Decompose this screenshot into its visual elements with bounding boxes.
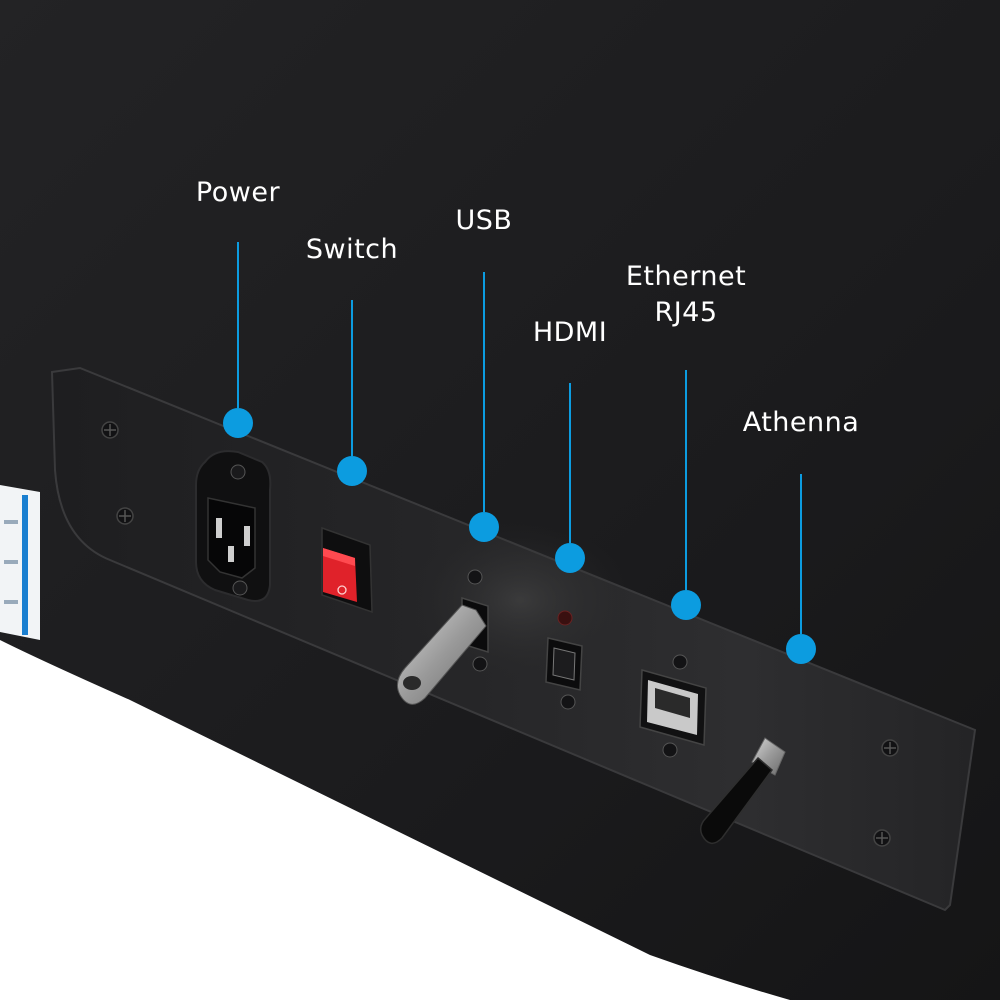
callout-pointer-switch — [337, 300, 367, 486]
antenna-icon — [699, 737, 786, 844]
sticker-text — [4, 520, 18, 524]
rocker-switch-icon — [321, 526, 373, 614]
callout-pointer-hdmi — [555, 383, 585, 573]
callout-pointer-power — [223, 242, 253, 438]
usb-drive-icon — [396, 604, 487, 705]
power-inlet-icon — [195, 450, 272, 602]
hdmi-label: HDMI — [532, 317, 608, 348]
power-label: Power — [195, 177, 281, 208]
rj45-port-icon — [639, 654, 707, 758]
sticker-stripe — [22, 495, 28, 635]
callout-pointer-antenna — [786, 474, 816, 664]
switch-label: Switch — [305, 234, 399, 265]
sticker-text — [4, 560, 18, 564]
ethernet-label: Ethernet RJ45 — [626, 259, 746, 331]
screw-icon — [101, 421, 119, 439]
screw-icon — [873, 829, 891, 847]
ethernet-label-line2: RJ45 — [654, 297, 718, 328]
hdmi-port-icon — [545, 610, 583, 710]
screw-icon — [881, 739, 899, 757]
callout-pointer-usb — [469, 272, 499, 542]
sticker-text — [4, 600, 18, 604]
ethernet-label-line1: Ethernet — [625, 261, 747, 292]
callout-pointer-ethernet — [671, 370, 701, 620]
usb-label: USB — [455, 205, 513, 236]
antenna-label: Athenna — [742, 407, 860, 438]
screw-icon — [116, 507, 134, 525]
